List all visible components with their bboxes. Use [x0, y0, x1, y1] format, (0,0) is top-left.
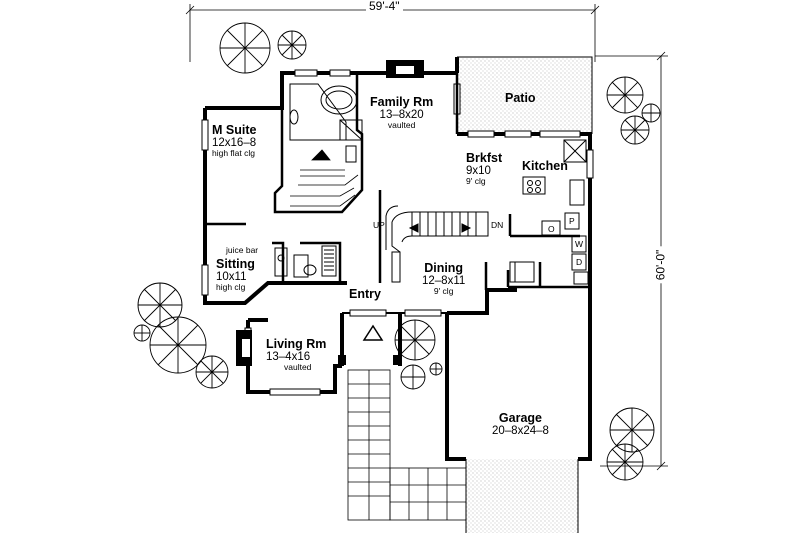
- depth-dimension-label: 60'-0": [653, 246, 668, 284]
- staircase: [385, 205, 489, 283]
- tree: [620, 115, 650, 145]
- entry-triangle: [362, 324, 384, 341]
- front-walk: [347, 369, 467, 521]
- patio-surface: [457, 57, 592, 134]
- tree: [219, 22, 271, 74]
- master-suite-note: high flat clg: [212, 148, 255, 159]
- tree: [606, 76, 644, 114]
- tree: [149, 316, 207, 374]
- dining-label: Dining 12–8x11 9' clg: [422, 261, 466, 297]
- breakfast-note: 9' clg: [466, 176, 486, 187]
- oven-letter: O: [548, 224, 555, 234]
- living-room-note: vaulted: [284, 362, 312, 373]
- master-bath-fixtures: [289, 83, 363, 163]
- entry-name: Entry: [349, 287, 381, 301]
- kitchen-label: Kitchen: [522, 159, 568, 173]
- juice-bar-counter: [274, 247, 288, 277]
- washer-box: [571, 235, 587, 253]
- master-suite-name: M Suite: [212, 123, 257, 137]
- master-suite-label: M Suite 12x16–8 high flat clg: [212, 123, 257, 159]
- dryer-box: [571, 253, 587, 271]
- dining-note: 9' clg: [433, 286, 454, 297]
- stair-up-label: UP: [373, 220, 385, 230]
- tree: [394, 319, 436, 361]
- sitting-dims: 10x11: [216, 271, 247, 284]
- tree: [606, 443, 644, 481]
- closet-shelves: [321, 245, 337, 277]
- tree: [137, 282, 183, 328]
- family-room-note: vaulted: [387, 120, 416, 131]
- tree: [641, 103, 661, 123]
- closet-shelving: [290, 149, 359, 207]
- tree: [133, 324, 151, 342]
- sitting-note: high clg: [216, 282, 246, 293]
- washer-letter: W: [575, 239, 584, 249]
- tree: [429, 362, 443, 376]
- porch-post: [338, 355, 346, 365]
- family-room-dims: 13–8x20: [379, 109, 424, 122]
- stair-down-label: DN: [491, 220, 504, 230]
- tree: [195, 355, 229, 389]
- garage-dims: 20–8x24–8: [492, 425, 549, 438]
- dining-dims: 12–8x11: [422, 275, 466, 288]
- breakfast-name: Brkfst: [466, 151, 503, 165]
- driveway-surface: [466, 459, 578, 533]
- entry-label: Entry: [349, 287, 381, 301]
- living-room-label: Living Rm 13–4x16 vaulted: [266, 337, 327, 373]
- width-dimension-label: 59'-4": [366, 0, 403, 13]
- pantry-letter: P: [569, 216, 575, 226]
- patio-label: Patio: [505, 91, 536, 105]
- interior-walls: [205, 73, 590, 290]
- breakfast-dims: 9x10: [466, 165, 491, 178]
- kitchen-fixtures: [509, 139, 589, 285]
- sitting-name: Sitting: [216, 257, 255, 271]
- pantry-box: [564, 212, 580, 230]
- living-room-name: Living Rm: [266, 337, 327, 351]
- garage-name: Garage: [498, 411, 542, 425]
- dining-name: Dining: [424, 261, 464, 275]
- family-room-label: Family Rm 13–8x20 vaulted: [370, 95, 434, 131]
- sitting-label: Sitting 10x11 high clg: [216, 257, 255, 293]
- master-suite-dims: 12x16–8: [212, 137, 257, 150]
- tree: [609, 407, 655, 453]
- living-room-dims: 13–4x16: [266, 351, 311, 364]
- tree: [277, 30, 307, 60]
- tree: [400, 364, 426, 390]
- windows: [201, 69, 594, 396]
- toilet: [303, 264, 317, 276]
- juice-bar-label: juice bar: [226, 245, 259, 255]
- exterior-walls: [203, 57, 592, 461]
- garage-label: Garage 20–8x24–8: [492, 411, 549, 438]
- family-room-name: Family Rm: [370, 95, 434, 109]
- dryer-letter: D: [576, 257, 583, 267]
- oven-box: [541, 220, 561, 236]
- porch-post: [393, 355, 401, 365]
- patio-name: Patio: [505, 91, 536, 105]
- landscape-trees: [133, 22, 661, 481]
- kitchen-name: Kitchen: [522, 159, 568, 173]
- breakfast-label: Brkfst 9x10 9' clg: [466, 151, 503, 187]
